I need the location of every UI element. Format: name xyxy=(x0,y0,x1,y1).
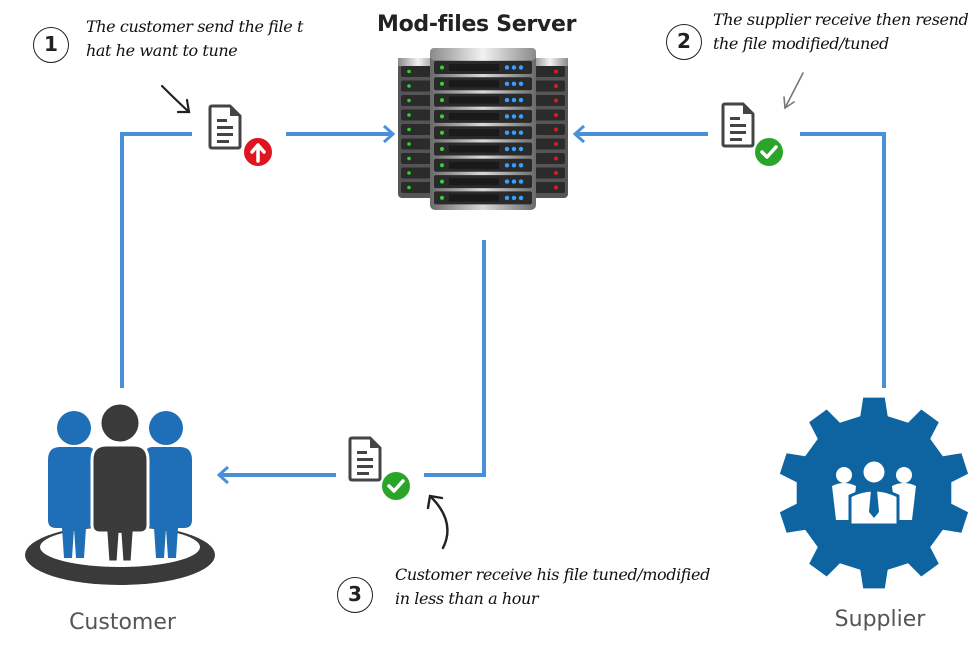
server-unit-left xyxy=(401,80,435,92)
step-1-note: The customer send the file t hat he want… xyxy=(86,15,303,63)
status-led-blue xyxy=(518,81,524,87)
status-led-green xyxy=(440,163,444,168)
server-unit-right xyxy=(535,124,565,135)
status-led-blue xyxy=(504,114,510,119)
status-led-blue xyxy=(504,163,510,168)
pointer-arrow-step1 xyxy=(160,84,191,114)
upload-arrow-icon xyxy=(242,136,274,168)
server-unit-right xyxy=(535,109,565,121)
step-3-note: Customer receive his file tuned/modified… xyxy=(395,563,710,611)
step-2-line-1: The supplier receive then resend xyxy=(713,10,969,29)
status-led-green xyxy=(440,179,444,184)
status-led-blue xyxy=(504,97,510,103)
checkmark-icon xyxy=(753,136,785,168)
step-3-line-2: in less than a hour xyxy=(395,589,539,608)
arrow-into-customer xyxy=(216,465,229,485)
server-unit-right xyxy=(535,95,565,106)
status-led-blue xyxy=(511,130,517,135)
step-2-note: The supplier receive then resend the fil… xyxy=(713,8,969,56)
connector-customer-to-upload xyxy=(120,132,192,388)
status-led-green xyxy=(440,147,444,151)
person-right xyxy=(144,411,192,558)
status-led-blue xyxy=(518,195,524,201)
status-led-blue xyxy=(518,114,524,119)
status-led-blue xyxy=(518,97,524,103)
connector-server-to-doc xyxy=(424,240,486,477)
supplier-label: Supplier xyxy=(834,607,926,632)
server-unit-right xyxy=(535,153,565,164)
arrow-into-server-right xyxy=(572,124,585,144)
server-unit-left xyxy=(401,153,435,164)
step-1-line-1: The customer send the file t xyxy=(86,17,303,36)
step-1-line-2: hat he want to tune xyxy=(86,41,238,60)
pointer-arrow-step2 xyxy=(783,72,804,110)
document-customer-return-icon xyxy=(348,436,412,502)
status-led-green xyxy=(440,98,444,103)
status-led-blue xyxy=(504,65,510,70)
status-led-green xyxy=(440,130,444,135)
step-2-line-2: the file modified/tuned xyxy=(713,34,889,53)
status-led-blue xyxy=(504,179,510,184)
server-unit-left xyxy=(401,124,435,135)
status-led-blue xyxy=(511,65,517,70)
status-led-green xyxy=(440,114,444,119)
server-unit-left xyxy=(401,95,435,106)
arrow-into-server-left xyxy=(383,124,396,144)
person-left xyxy=(48,411,96,558)
status-led-blue xyxy=(518,130,524,135)
status-led-blue xyxy=(511,146,517,152)
server-unit-right xyxy=(535,138,565,150)
status-led-blue xyxy=(504,81,510,87)
connector-lines xyxy=(120,124,886,485)
server-unit-right xyxy=(535,182,565,193)
server-unit-right xyxy=(535,80,565,92)
status-led-blue xyxy=(511,81,517,87)
status-led-blue xyxy=(511,163,517,168)
status-led-blue xyxy=(518,163,524,168)
server-unit-right xyxy=(535,167,565,179)
checkmark-icon xyxy=(380,470,412,502)
document-supplier-return-icon xyxy=(721,102,785,168)
pointer-arrow-step3 xyxy=(426,494,449,550)
customer-label: Customer xyxy=(69,610,176,635)
step-1-badge: 1 xyxy=(33,27,69,63)
server-unit-left xyxy=(401,167,435,179)
step-3-line-1: Customer receive his file tuned/modified xyxy=(395,565,710,584)
connector-supplier-to-doc xyxy=(800,132,886,388)
status-led-green xyxy=(440,65,444,70)
status-led-blue xyxy=(518,179,524,184)
status-led-blue xyxy=(518,65,524,70)
document-upload-icon xyxy=(208,104,274,168)
step-3-badge: 3 xyxy=(337,577,373,613)
status-led-blue xyxy=(504,130,510,135)
status-led-blue xyxy=(511,97,517,103)
status-led-blue xyxy=(504,195,510,201)
person-center xyxy=(90,401,150,564)
status-led-green xyxy=(440,195,444,200)
status-led-blue xyxy=(511,114,517,119)
server-unit-left xyxy=(401,182,435,193)
server-unit-left xyxy=(401,138,435,150)
page-title: Mod-files Server xyxy=(377,12,577,37)
server-unit-left xyxy=(401,109,435,121)
status-led-blue xyxy=(511,195,517,201)
step-2-badge: 2 xyxy=(666,24,702,60)
business-people-icon xyxy=(832,458,916,527)
status-led-blue xyxy=(511,179,517,184)
server-rack-icon xyxy=(398,48,568,210)
gear-business-icon xyxy=(779,397,969,589)
status-led-blue xyxy=(504,146,510,152)
people-group-icon xyxy=(25,401,215,585)
server-unit-right xyxy=(535,66,565,77)
status-led-green xyxy=(440,81,444,86)
server-unit-left xyxy=(401,66,435,77)
status-led-blue xyxy=(518,146,524,152)
